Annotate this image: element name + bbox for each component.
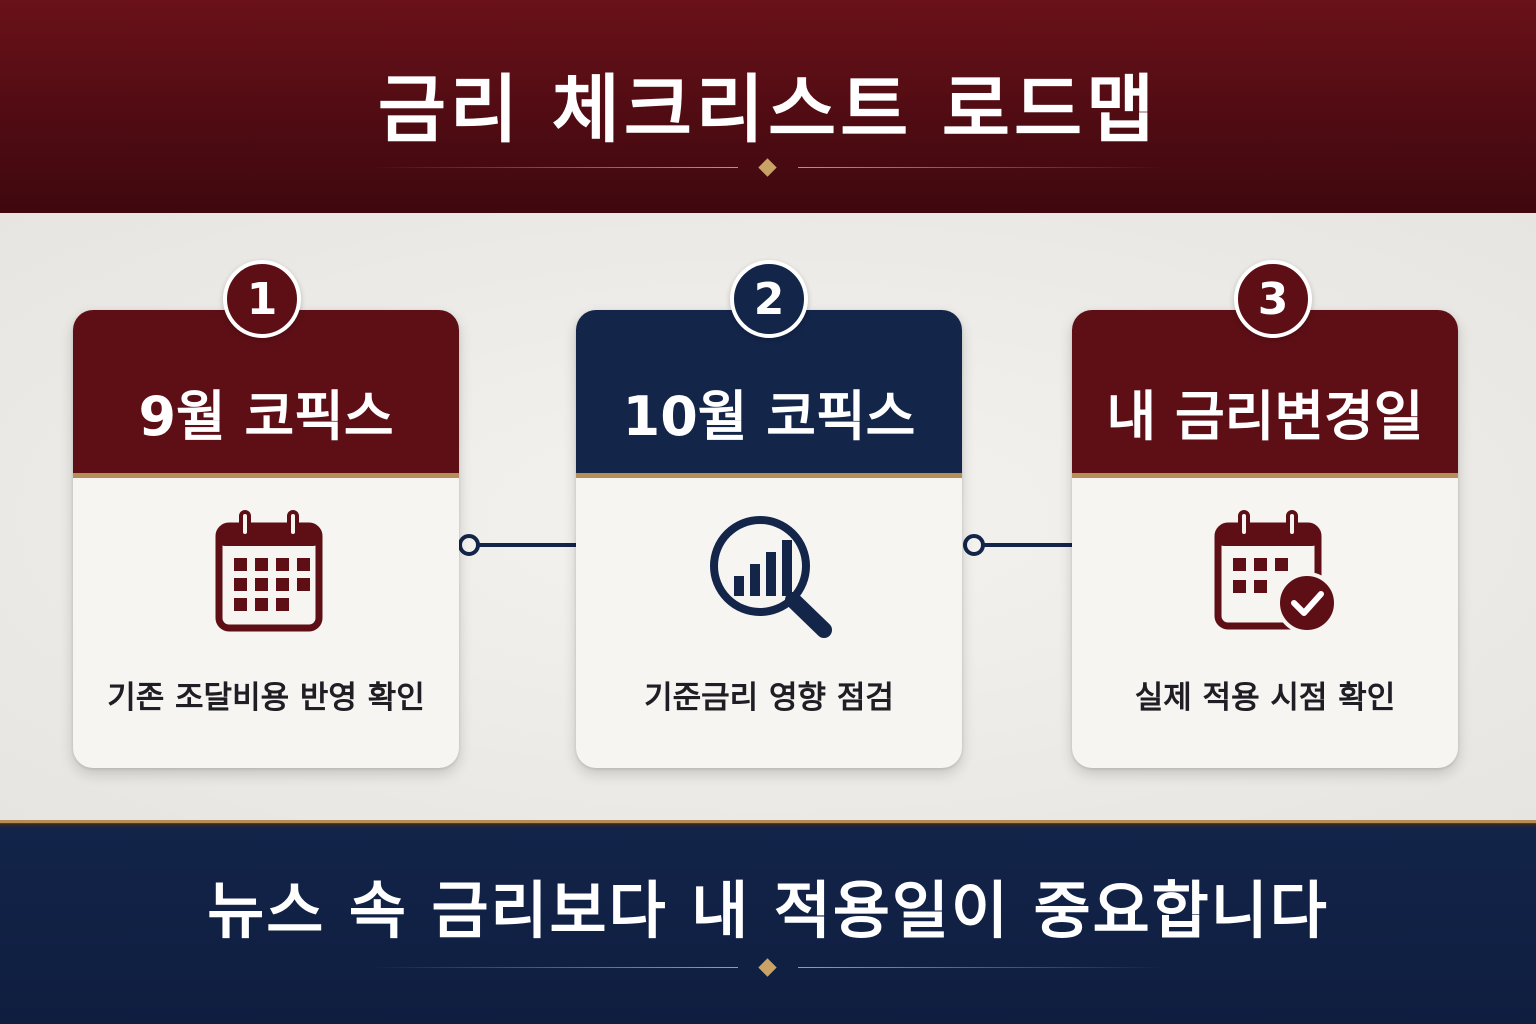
header-ornament-divider: [368, 156, 1168, 180]
footer-message: 뉴스 속 금리보다 내 적용일이 중요합니다: [207, 874, 1329, 947]
magnifier-chart-icon: [694, 506, 844, 641]
header-banner: 금리 체크리스트 로드맵: [0, 0, 1536, 213]
diamond-icon: [758, 158, 777, 177]
step-card-1: 9월 코픽스 기존 조달비용 반영 확인: [73, 310, 459, 768]
diamond-icon: [758, 958, 777, 977]
footer-ornament-divider: [368, 956, 1168, 980]
calendar-check-icon: [1190, 506, 1340, 641]
page-title: 금리 체크리스트 로드맵: [377, 67, 1159, 153]
step-description: 기준금리 영향 점검: [644, 680, 894, 716]
step-card-header: 9월 코픽스: [73, 310, 459, 478]
step-description: 실제 적용 시점 확인: [1134, 680, 1396, 716]
step-description: 기존 조달비용 반영 확인: [107, 680, 425, 716]
step-title: 9월 코픽스: [138, 385, 394, 448]
step-card-header: 10월 코픽스: [576, 310, 962, 478]
step-title: 10월 코픽스: [622, 385, 916, 448]
step-number-badge: 1: [223, 260, 301, 338]
footer-gold-rule: [0, 820, 1536, 828]
step-card-2: 10월 코픽스 기준금리 영향 점검: [576, 310, 962, 768]
footer-banner: [0, 820, 1536, 1024]
step-number-badge: 2: [730, 260, 808, 338]
step-title: 내 금리변경일: [1106, 385, 1424, 448]
calendar-icon: [191, 506, 341, 641]
step-number-badge: 3: [1234, 260, 1312, 338]
step-card-header: 내 금리변경일: [1072, 310, 1458, 478]
step-card-3: 내 금리변경일 실제 적용 시점 확인: [1072, 310, 1458, 768]
